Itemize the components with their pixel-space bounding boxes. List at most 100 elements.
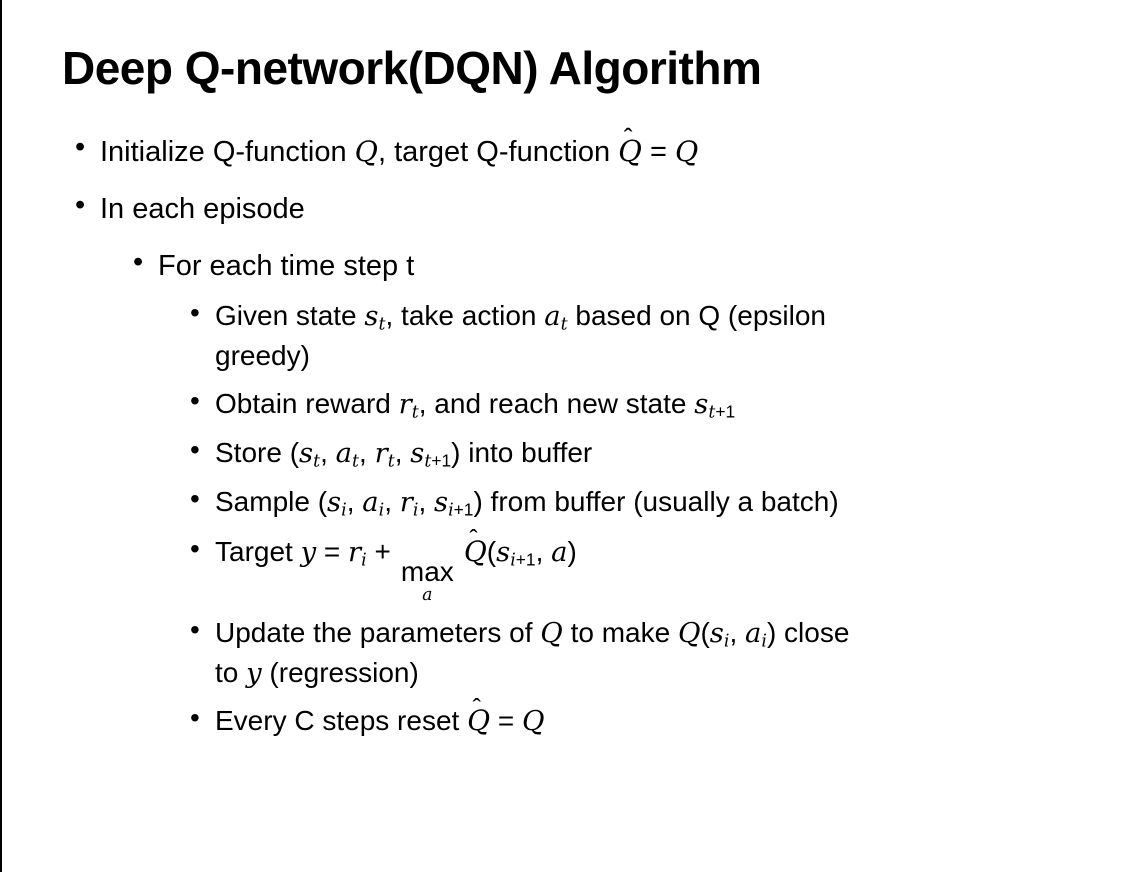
bullet-item: • For each time step t [133,246,1124,286]
bullet-text: Sample (si, ai, ri, si+1) from buffer (u… [215,483,839,523]
math-variable: s [410,438,425,470]
hat-accent: ˆ [623,122,633,153]
text-run: ) into buffer [451,437,593,469]
bullet-marker: • [190,532,200,564]
text-run: , target Q-function [377,135,619,168]
bullet-marker: • [75,188,86,221]
math-variable: s [496,536,511,568]
operator: max [400,555,454,587]
bullet-marker: • [190,434,200,466]
underscript: a [422,585,433,606]
bullet-marker: • [190,296,200,328]
bullet-item: •Update the parameters of Q to make Q(si… [190,614,1124,693]
math-subscript: t [313,451,321,472]
math-subscript: t [411,402,419,423]
bullet-marker: • [133,245,144,278]
text-run: ( [700,616,710,648]
math-variable: s [434,487,449,519]
bullet-text: Given state st, take action at based on … [215,297,826,376]
text-run: ) from buffer (usually a batch) [473,486,839,518]
text-run: greedy) [215,340,310,372]
math-subscript: t [708,402,716,423]
text-run: , [359,437,375,469]
math-variable: Q [354,134,378,168]
math-subscript: i [412,500,419,521]
page-title: Deep Q-network(DQN) Algorithm [62,42,762,94]
text-run: Given state [215,299,365,331]
text-run: to make [562,616,678,648]
text-run: , [729,616,746,648]
math-variable: Q [521,705,545,737]
bullet-item: •Given state st, take action at based on… [190,297,1124,376]
bullet-item: •Obtain reward rt, and reach new state s… [190,385,1124,425]
text-run: ( [486,535,497,567]
math-variable: y [246,657,262,689]
math-variable: s [694,388,709,420]
math-variable: a [362,487,379,519]
text-run: For each time step t [158,249,415,282]
bullet-item: • Store (st, at, rt, st+1) into buffer [190,434,1124,474]
math-variable: y [300,536,317,568]
text-run: In each episode [100,192,305,225]
math-variable: Q [677,617,701,649]
text-run: , [535,535,552,567]
text-run: + [366,535,399,567]
text-run: Obtain reward [215,387,399,419]
bullet-marker: • [190,384,200,416]
text-run: , and reach new state [418,387,695,419]
math-variable: s [709,617,724,649]
math-variable: a [745,617,762,649]
math-variable: Q [540,617,563,649]
bullet-item: • In each episode [75,189,1124,229]
math-subscript: i [378,500,385,521]
math-subscript: +1 [515,549,536,570]
text-run: Target [215,535,301,567]
math-subscript: i [448,500,454,521]
text-run: (regression) [261,656,419,688]
text-run: ) [567,535,577,567]
text-run: , [384,486,400,518]
math-subscript: t [560,314,568,335]
text-run: Initialize Q-function [100,135,355,168]
bullet-list: •Initialize Q-function Q, target Q-funct… [2,123,1124,741]
bullet-marker: • [190,701,200,733]
math-subscript: +1 [431,450,452,471]
text-run: to [215,656,247,688]
hat-accent: ˆ [472,694,482,723]
math-subscript: i [723,630,730,651]
bullet-text: Initialize Q-function Q, target Q-functi… [100,123,698,172]
math-subscript: t [387,451,395,472]
bullet-marker: • [190,613,200,645]
math-subscript: i [341,500,347,521]
text-run: = [641,135,675,168]
text-run: Sample ( [215,486,328,518]
hat-base: Q [467,703,491,737]
math-variable: r [374,438,388,470]
text-run: , [418,486,434,518]
hat-accent: ˆ [469,525,478,554]
bullet-item: •Initialize Q-function Q, target Q-funct… [75,123,1124,172]
bullet-text: In each episode [100,189,305,229]
math-variable: s [364,300,379,332]
math-variable: s [327,487,342,519]
text-run: Every C steps reset [215,704,468,736]
math-subscript: t [352,451,360,472]
math-variable: s [299,438,314,470]
math-variable: r [399,487,413,519]
text-run: , take action [385,299,545,331]
text-run: ) close [766,616,850,648]
bullet-text: Store (st, at, rt, st+1) into buffer [215,434,592,474]
text-run: Store ( [215,437,300,469]
text-run: = [316,535,349,567]
math-subscript: +1 [715,401,736,422]
math-variable: r [348,536,362,568]
bullet-text: For each time step t [158,246,414,286]
text-run: Update the parameters of [215,616,541,648]
math-subscript: t [424,451,432,472]
